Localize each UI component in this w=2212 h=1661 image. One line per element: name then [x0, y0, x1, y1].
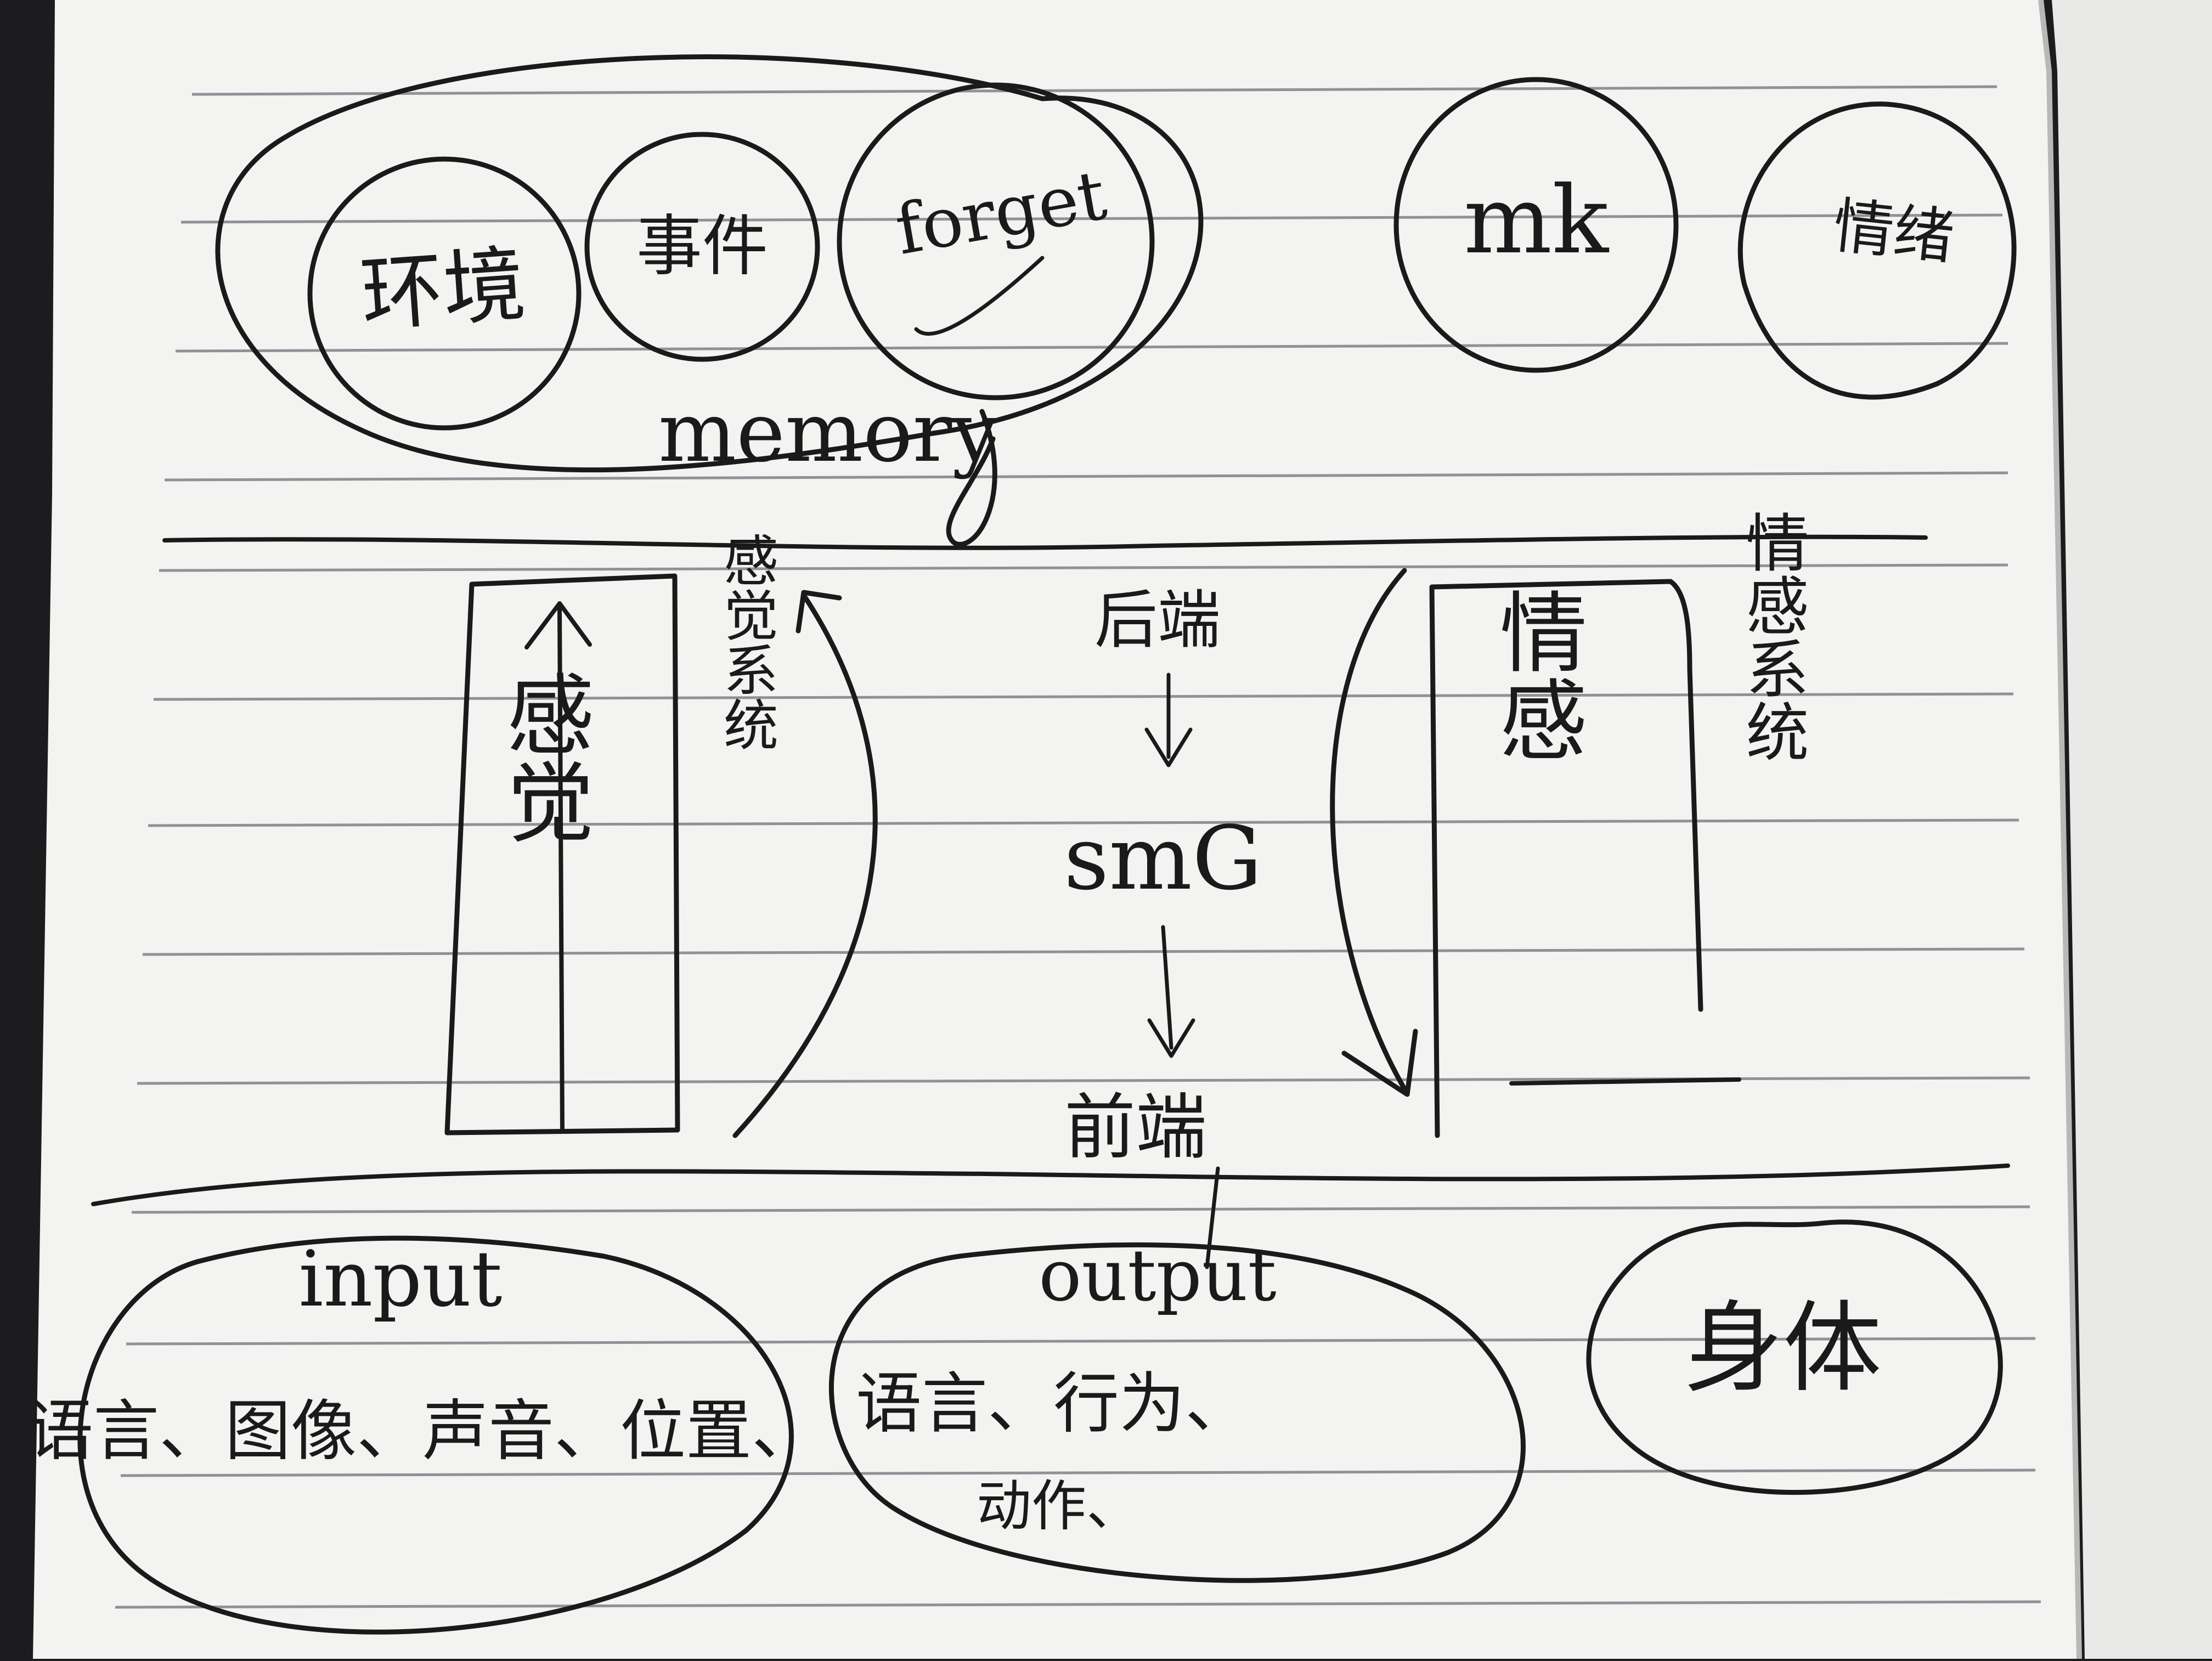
emotion-system-label: 情感系统 — [1735, 510, 1809, 762]
body-label: 身体 — [1684, 1291, 1882, 1406]
output-extra: 动作、 — [977, 1474, 1141, 1538]
backend-to-smg-arrow — [1144, 673, 1193, 767]
perception-box — [444, 573, 680, 1135]
input-title: input — [299, 1235, 503, 1324]
section-divider-top — [162, 534, 1928, 550]
section-divider-bottom — [91, 1163, 2010, 1206]
smg-label: smG — [1064, 807, 1262, 909]
forget-checkmark — [914, 256, 1045, 336]
perception-box-arrow — [524, 601, 592, 1132]
frontend-to-output-line — [1205, 1166, 1220, 1269]
output-title: output — [1039, 1234, 1276, 1317]
memory-group-oval — [215, 54, 1204, 473]
body-oval — [1586, 1219, 2003, 1495]
emotion-system-arrow — [1330, 568, 1418, 1097]
smg-to-frontend-arrow — [1147, 925, 1195, 1058]
memory-label-tail — [946, 409, 997, 547]
emotion-box-bottom — [1509, 1077, 1741, 1086]
backend-label: 后端 — [1094, 584, 1221, 657]
input-oval — [77, 1235, 794, 1635]
emotion-box — [1429, 579, 1703, 1138]
memory-item-circle-environment — [307, 156, 582, 431]
memory-item-event: 事件 — [636, 208, 768, 285]
ruled-lines — [115, 85, 2041, 1609]
perception-system-arrow — [732, 590, 878, 1138]
input-content: 语言、图像、声音、位置、 — [27, 1393, 817, 1470]
output-content: 语言、行为、 — [856, 1366, 1251, 1442]
perception-system-label: 感觉系统 — [714, 532, 778, 752]
mk-circle — [1393, 77, 1679, 373]
emotion-note-circle — [1737, 101, 2017, 400]
emotion-note-label: 情绪 — [1830, 190, 1957, 273]
output-oval — [828, 1242, 1526, 1583]
memory-item-circle-event — [584, 132, 820, 362]
memory-group-label: memory — [658, 385, 998, 481]
page-right-edge — [2038, 0, 2082, 1659]
notebook-page — [33, 0, 2079, 1659]
frontend-label: 前端 — [1064, 1086, 1207, 1169]
memory-item-environment: 环境 — [358, 237, 528, 344]
memory-item-circle-forget — [837, 82, 1155, 400]
next-page — [2052, 0, 2212, 1659]
emotion-box-label: 情感 — [1485, 587, 1588, 762]
perception-box-label: 感觉 — [492, 669, 595, 845]
mk-label: mk — [1464, 166, 1610, 275]
